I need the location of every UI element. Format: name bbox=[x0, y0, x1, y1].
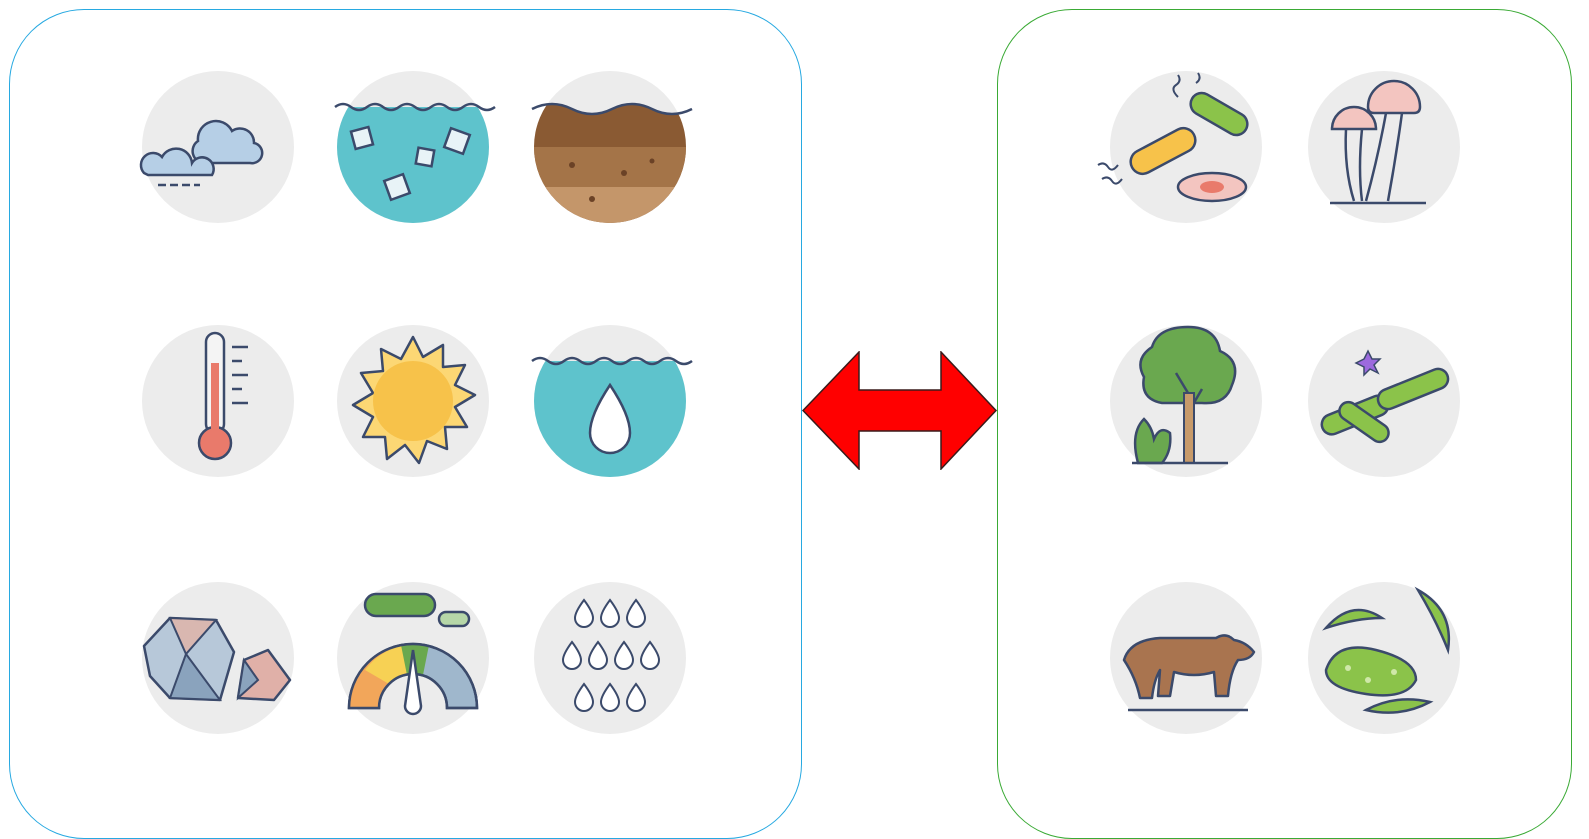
bacteria-icon bbox=[1108, 69, 1264, 225]
sun-icon bbox=[335, 323, 491, 479]
rain-drops-icon bbox=[532, 580, 688, 736]
tree-and-shrub-icon bbox=[1108, 323, 1264, 479]
ice-water-icon bbox=[335, 69, 491, 225]
protozoa-icon bbox=[1306, 580, 1462, 736]
clouds-icon bbox=[140, 69, 296, 225]
water-drop-icon bbox=[532, 323, 688, 479]
double-headed-arrow-icon bbox=[801, 351, 998, 470]
thermometer-icon bbox=[140, 323, 296, 479]
green-algae-icon bbox=[1306, 323, 1462, 479]
ph-gauge-icon bbox=[335, 580, 491, 736]
mushrooms-icon bbox=[1306, 69, 1462, 225]
soil-layers-icon bbox=[532, 69, 688, 225]
biotic-factors-panel bbox=[997, 9, 1572, 839]
bear-icon bbox=[1108, 580, 1264, 736]
rocks-icon bbox=[140, 580, 296, 736]
